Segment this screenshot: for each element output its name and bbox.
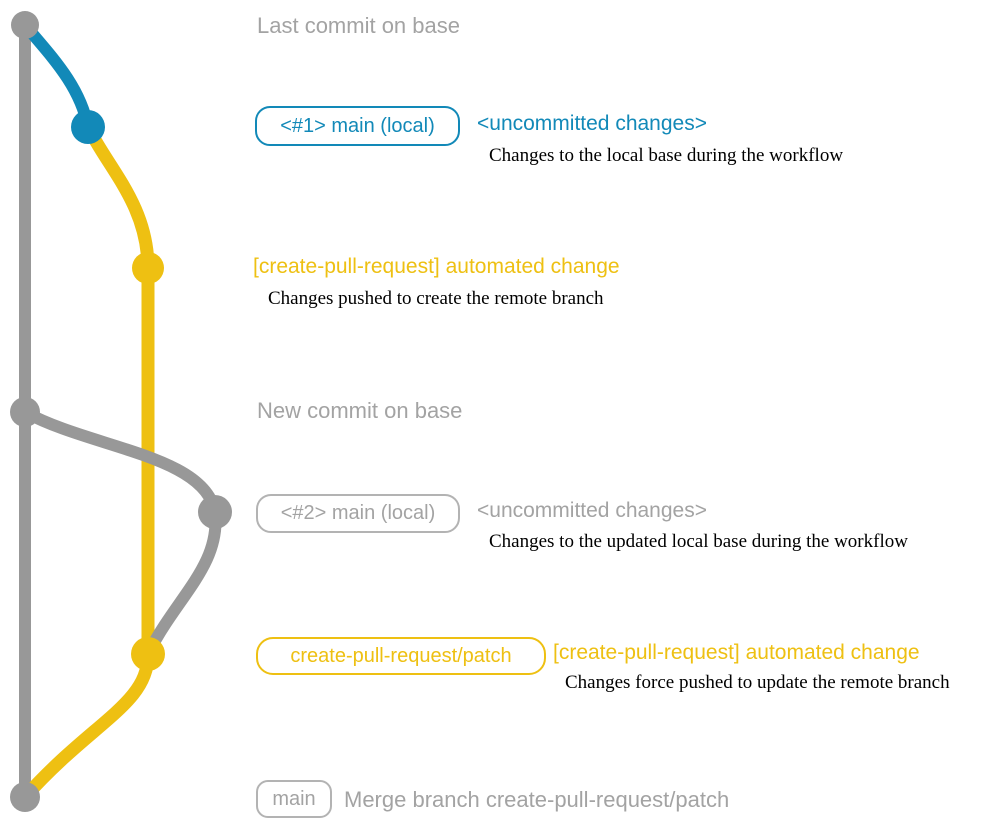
automated-change-1-description: Changes pushed to create the remote bran… — [268, 288, 604, 309]
automated-change-1-title: [create-pull-request] automated change — [253, 255, 620, 278]
commit-node-uncommitted-1 — [71, 110, 105, 144]
edge-patch-merge — [20, 654, 155, 802]
new-commit-on-base-label: New commit on base — [257, 398, 463, 423]
commit-node-automated-1 — [132, 252, 164, 284]
edge-base-to-local-1 — [20, 21, 94, 129]
uncommitted-changes-1-description: Changes to the local base during the wor… — [489, 145, 844, 166]
branch-badge-main-merge: main — [256, 780, 332, 818]
uncommitted-changes-1-title: <uncommitted changes> — [477, 112, 707, 135]
uncommitted-changes-2-title: <uncommitted changes> — [477, 499, 707, 522]
last-commit-on-base-label: Last commit on base — [257, 13, 460, 38]
automated-change-2-description: Changes force pushed to update the remot… — [565, 672, 950, 693]
branch-badge-create-pull-request-patch: create-pull-request/patch — [256, 637, 546, 675]
merge-commit-label: Merge branch create-pull-request/patch — [344, 787, 730, 812]
branch-badge-main-local-1: <#1> main (local) — [255, 106, 460, 146]
commit-node-automated-2 — [131, 637, 165, 671]
edge-local-2-to-patch — [144, 511, 222, 653]
commit-node-uncommitted-2 — [198, 495, 232, 529]
uncommitted-changes-2-description: Changes to the updated local base during… — [489, 531, 908, 552]
commit-node-merge — [10, 782, 40, 812]
edge-patch-branch — [82, 124, 155, 655]
branch-badge-main-local-2: <#2> main (local) — [256, 494, 460, 533]
commit-node-last-base — [11, 11, 39, 39]
automated-change-2-title: [create-pull-request] automated change — [553, 641, 920, 664]
edge-base-to-local-2 — [22, 406, 221, 514]
commit-node-new-base — [10, 397, 40, 427]
